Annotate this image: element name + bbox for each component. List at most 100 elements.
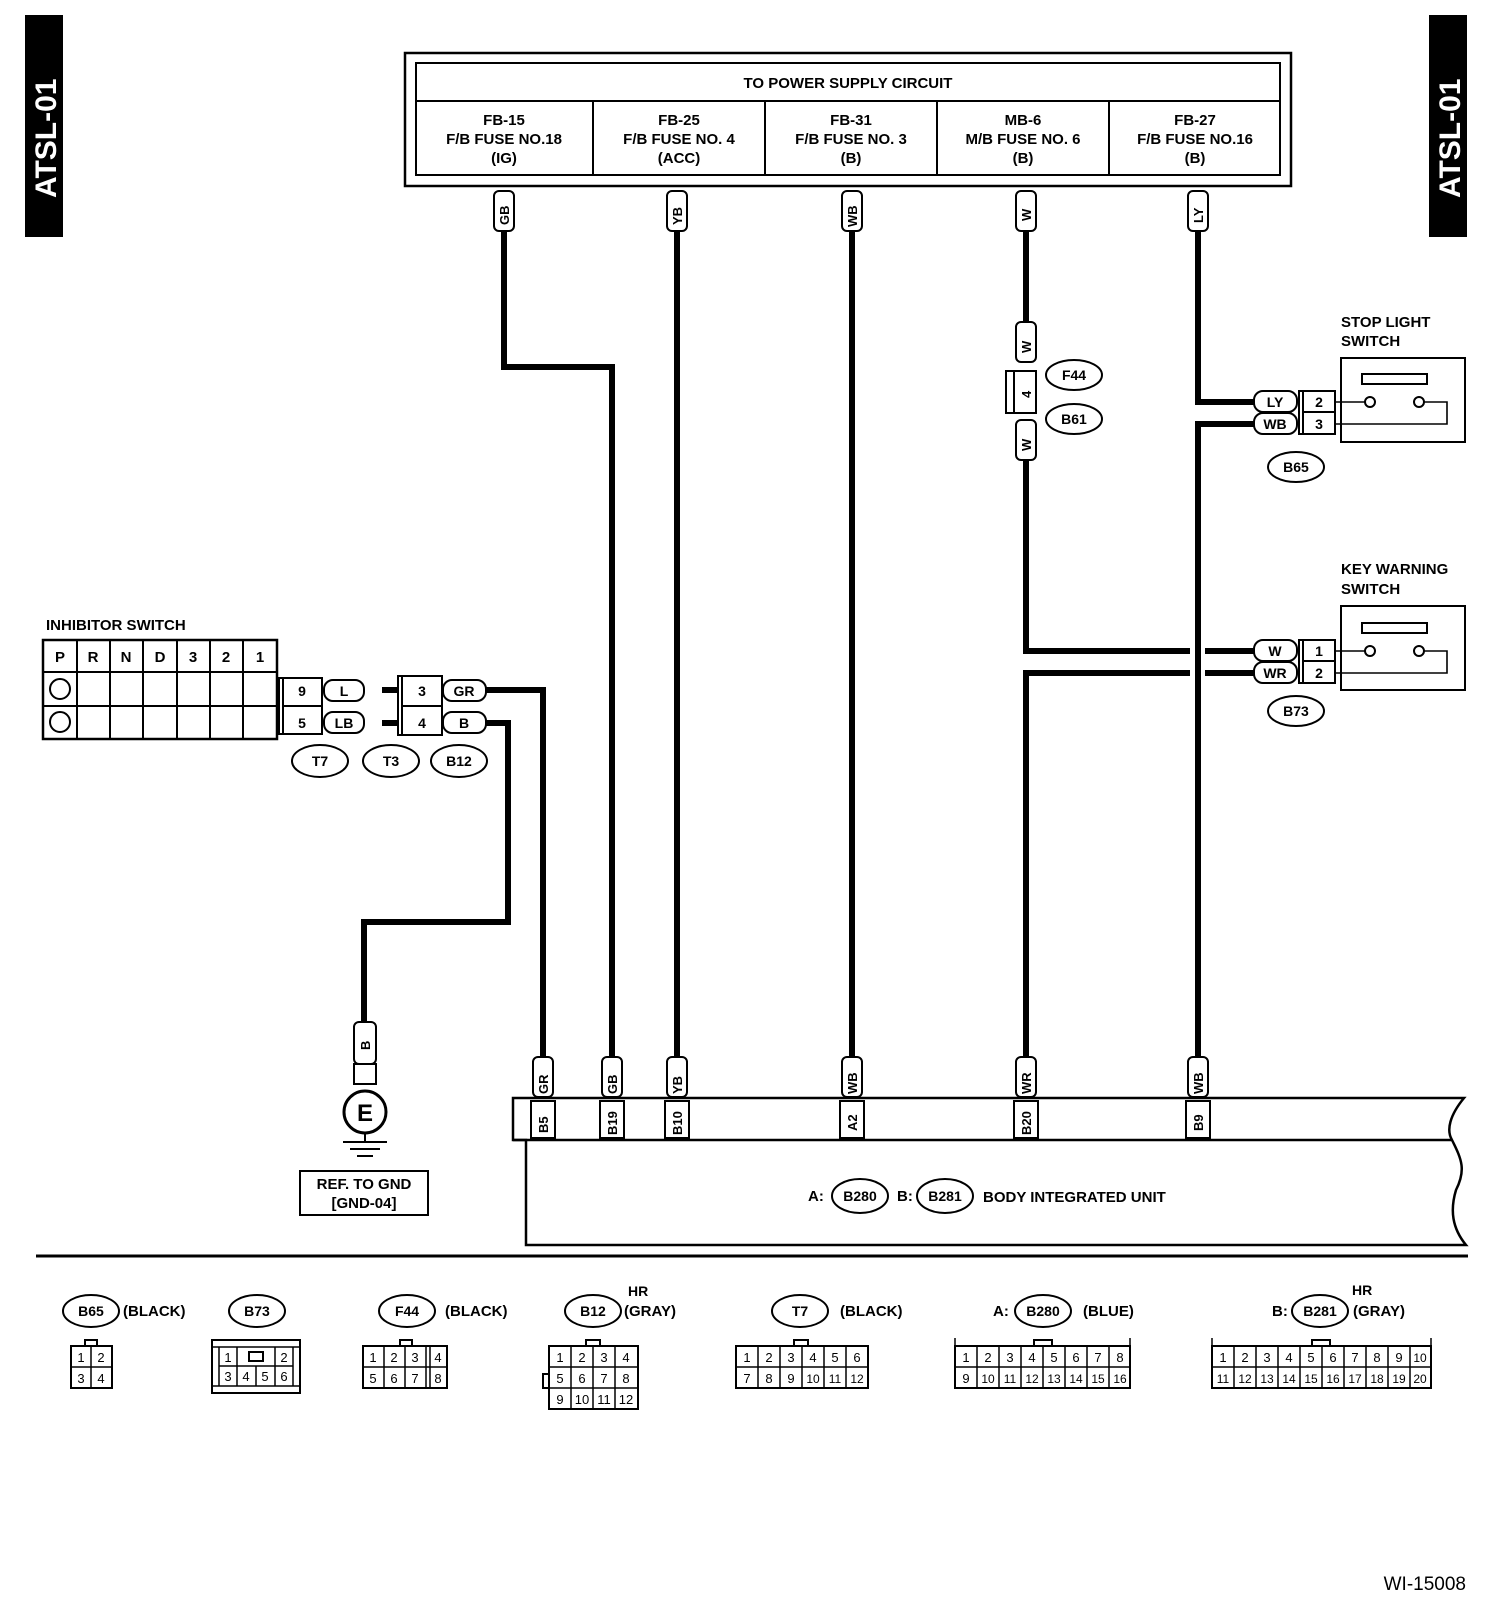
b61-lower-wire: W (1019, 438, 1034, 451)
legend-b281-pin: 2 (1241, 1350, 1248, 1365)
legend-b12-pin: 4 (622, 1350, 629, 1365)
ground-ref-2: [GND-04] (331, 1195, 396, 1212)
stop-light-pin-2: 3 (1315, 416, 1323, 432)
unit-conn-a: B280 (843, 1188, 877, 1204)
legend-b281-color: (GRAY) (1353, 1303, 1405, 1320)
legend-b280-pin: 1 (962, 1350, 969, 1365)
legend-b280-pin: 11 (1004, 1372, 1017, 1386)
legend-b281-pin: 15 (1304, 1372, 1318, 1386)
legend-t7-pin: 11 (829, 1372, 842, 1386)
legend-t7-name: T7 (792, 1303, 809, 1319)
legend-b280-pin: 2 (984, 1350, 991, 1365)
unit-wire-4: WB (845, 1072, 860, 1094)
fuse-4-line2: M/B FUSE NO. 6 (965, 131, 1080, 148)
supply-wire-4: W (1019, 208, 1034, 221)
unit-pin-5: B20 (1019, 1111, 1034, 1135)
supply-wire-1: GB (497, 206, 512, 226)
b12-label: B12 (446, 753, 472, 769)
legend-b281-pin: 11 (1217, 1372, 1230, 1386)
key-warning-connector: B73 (1283, 703, 1309, 719)
fuse-1-line3: (IG) (491, 150, 517, 167)
unit-prefix-b: B: (897, 1188, 913, 1205)
legend-b12-pin: 10 (575, 1392, 589, 1407)
legend-b12-name: B12 (580, 1303, 606, 1319)
t7-wire-2: LB (335, 715, 354, 731)
t7-label: T7 (312, 753, 329, 769)
unit-wire-2: GB (605, 1075, 620, 1095)
legend-b73-pin: 3 (224, 1369, 231, 1384)
legend-t7-pin: 3 (787, 1350, 794, 1365)
fuse-1-line1: FB-15 (483, 112, 525, 129)
legend-b12-pin: 12 (619, 1392, 633, 1407)
legend-b281-pin: 16 (1326, 1372, 1340, 1386)
fuse-3-line2: F/B FUSE NO. 3 (795, 131, 907, 148)
legend-b281-pin: 5 (1307, 1350, 1314, 1365)
legend-b73-name: B73 (244, 1303, 270, 1319)
legend-b73-pin: 5 (261, 1369, 268, 1384)
key-warning-switch: KEY WARNING SWITCH W WR 1 2 B73 (1253, 561, 1466, 727)
fuse-5-line1: FB-27 (1174, 112, 1216, 129)
unit-label: BODY INTEGRATED UNIT (983, 1189, 1166, 1206)
power-supply-title: TO POWER SUPPLY CIRCUIT (744, 75, 953, 92)
ground-e: E (357, 1100, 373, 1127)
legend-b281-pin: 8 (1373, 1350, 1380, 1365)
legend-t7-pin: 10 (806, 1372, 820, 1386)
legend-t7: T7 (BLACK) 1 2 3 4 5 6 7 8 9 10 11 12 (735, 1294, 902, 1389)
stop-light-wire-2: WB (1263, 416, 1286, 432)
legend-b65-pin: 3 (77, 1371, 84, 1386)
legend-b280-pin: 14 (1069, 1372, 1083, 1386)
supply-wire-tags: GB YB WB W LY (493, 190, 1209, 232)
ground-wire: B (358, 1041, 373, 1050)
legend-b280-pin: 15 (1091, 1372, 1105, 1386)
legend-b280-prefix: A: (993, 1303, 1009, 1320)
legend-b65-pin: 4 (97, 1371, 104, 1386)
legend-b12-color: (GRAY) (624, 1303, 676, 1320)
legend-b281-pin: 1 (1219, 1350, 1226, 1365)
legend-t7-color: (BLACK) (840, 1303, 902, 1320)
body-integrated-unit: GR B5 GB B19 YB B10 WB A2 WR B20 WB B9 A… (511, 1056, 1469, 1247)
legend-b73-pin: 4 (242, 1369, 249, 1384)
legend-t7-pin: 8 (765, 1371, 772, 1386)
t7-wire-1: L (340, 683, 349, 699)
fuse-5-line2: F/B FUSE NO.16 (1137, 131, 1253, 148)
inhibitor-pos-3: 3 (189, 649, 197, 666)
legend-b280-pin: 12 (1025, 1372, 1039, 1386)
legend-t7-pin: 2 (765, 1350, 772, 1365)
supply-wire-2: YB (670, 207, 685, 225)
fuse-4-line1: MB-6 (1005, 112, 1042, 129)
stop-light-connector: B65 (1283, 459, 1309, 475)
legend-b281-pin: 6 (1329, 1350, 1336, 1365)
legend-b280-color: (BLUE) (1083, 1303, 1134, 1320)
b61-label: B61 (1061, 411, 1087, 427)
key-warning-title-2: SWITCH (1341, 581, 1400, 598)
inhibitor-pos-r: R (88, 649, 99, 666)
legend-b12: HR B12 (GRAY) 1 2 3 4 5 6 7 8 9 10 11 12 (542, 1283, 676, 1410)
t3-pin-2: 4 (418, 715, 426, 731)
legend-b281-pin: 17 (1348, 1372, 1362, 1386)
legend-b12-pin: 9 (556, 1392, 563, 1407)
legend-b280: A: B280 (BLUE) 1 2 3 4 5 6 7 8 9 10 (954, 1294, 1134, 1389)
legend-b281-pin: 10 (1413, 1351, 1427, 1365)
fuse-1-line2: F/B FUSE NO.18 (446, 131, 562, 148)
supply-wire-3: WB (845, 205, 860, 227)
legend-t7-pin: 5 (831, 1350, 838, 1365)
unit-pin-2: B19 (605, 1111, 620, 1135)
legend-b12-pin: 6 (578, 1371, 585, 1386)
legend-b281-pin: 14 (1282, 1372, 1296, 1386)
stop-light-pin-1: 2 (1315, 394, 1323, 410)
key-warning-pin-1: 1 (1315, 643, 1323, 659)
inhibitor-pos-1: 1 (256, 649, 264, 666)
legend-b12-pin: 2 (578, 1350, 585, 1365)
legend-f44-name: F44 (395, 1303, 419, 1319)
f44-pin: 4 (1019, 390, 1034, 398)
legend-b281-name: B281 (1303, 1303, 1337, 1319)
legend-b12-hr: HR (628, 1283, 648, 1299)
legend-f44-pin: 2 (390, 1350, 397, 1365)
legend-b12-pin: 7 (600, 1371, 607, 1386)
inhibitor-pos-2: 2 (222, 649, 230, 666)
legend-b281-prefix: B: (1272, 1303, 1288, 1320)
stop-light-switch: STOP LIGHT SWITCH LY WB 2 3 B65 (1253, 314, 1466, 483)
legend-f44-pin: 4 (434, 1350, 441, 1365)
unit-pin-6: B9 (1191, 1114, 1206, 1131)
key-warning-wire-2: WR (1263, 665, 1286, 681)
